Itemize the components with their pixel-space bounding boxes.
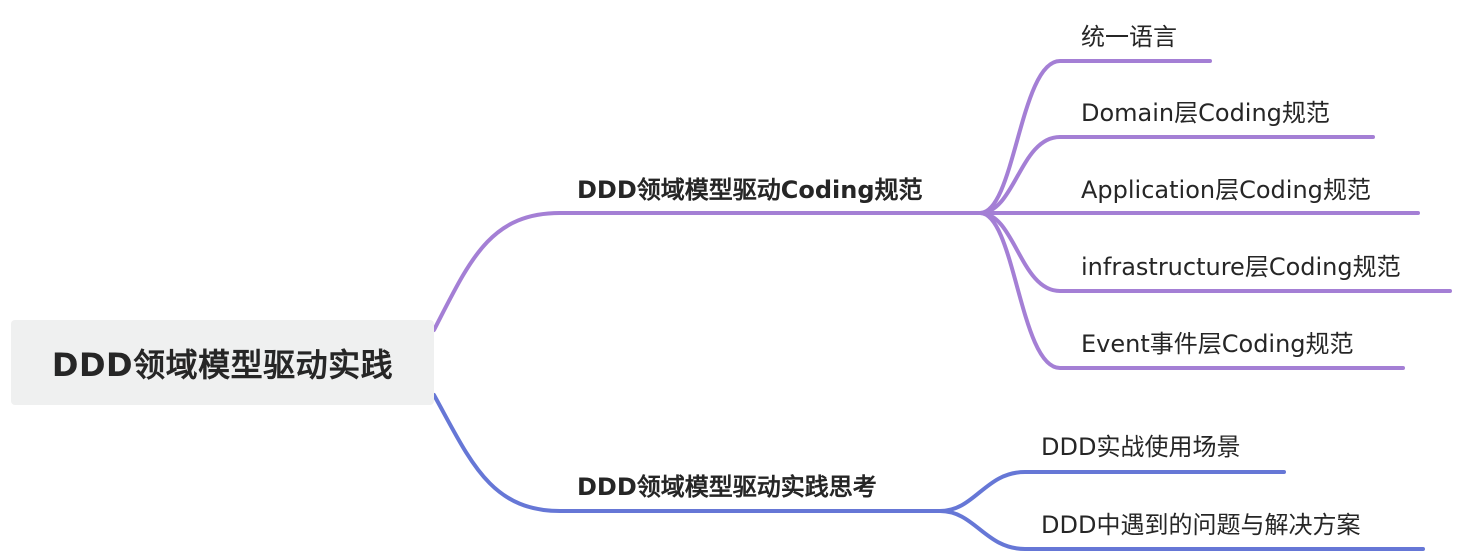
subtopic-unified-language[interactable]: 统一语言 [1081, 17, 1177, 52]
subtopic-label: Application层Coding规范 [1081, 176, 1371, 204]
connector-root-branch-2 [432, 393, 942, 513]
subtopic-label: Domain层Coding规范 [1081, 99, 1330, 127]
connector-branch-1-child-4 [978, 211, 1452, 293]
connector-root-branch-1 [432, 211, 982, 332]
connector-branch-2-child-2 [938, 509, 1425, 551]
subtopic-application-coding[interactable]: Application层Coding规范 [1081, 170, 1371, 205]
branch-topic-practice-thoughts[interactable]: DDD领域模型驱动实践思考 [577, 467, 877, 502]
root-topic-label: DDD领域模型驱动实践 [51, 345, 394, 384]
subtopic-label: Event事件层Coding规范 [1081, 330, 1354, 358]
connector-branch-1-child-2 [978, 135, 1375, 215]
branch-topic-coding-rules[interactable]: DDD领域模型驱动Coding规范 [577, 170, 923, 205]
subtopic-event-coding[interactable]: Event事件层Coding规范 [1081, 324, 1354, 359]
subtopic-label: DDD中遇到的问题与解决方案 [1041, 511, 1361, 539]
connector-branch-1-child-1 [978, 59, 1212, 215]
branch-topic-label: DDD领域模型驱动Coding规范 [577, 176, 923, 204]
subtopic-ddd-scenarios[interactable]: DDD实战使用场景 [1041, 427, 1240, 462]
subtopic-ddd-problems-solutions[interactable]: DDD中遇到的问题与解决方案 [1041, 505, 1360, 540]
connector-branch-2-child-1 [938, 470, 1286, 513]
connector-branch-1-child-5 [978, 211, 1405, 370]
subtopic-infrastructure-coding[interactable]: infrastructure层Coding规范 [1081, 247, 1401, 282]
subtopic-label: 统一语言 [1081, 23, 1177, 51]
subtopic-label: infrastructure层Coding规范 [1081, 253, 1401, 281]
subtopic-label: DDD实战使用场景 [1041, 433, 1241, 461]
subtopic-domain-coding[interactable]: Domain层Coding规范 [1081, 93, 1330, 128]
root-topic[interactable]: DDD领域模型驱动实践 [11, 320, 434, 405]
branch-topic-label: DDD领域模型驱动实践思考 [577, 473, 877, 501]
